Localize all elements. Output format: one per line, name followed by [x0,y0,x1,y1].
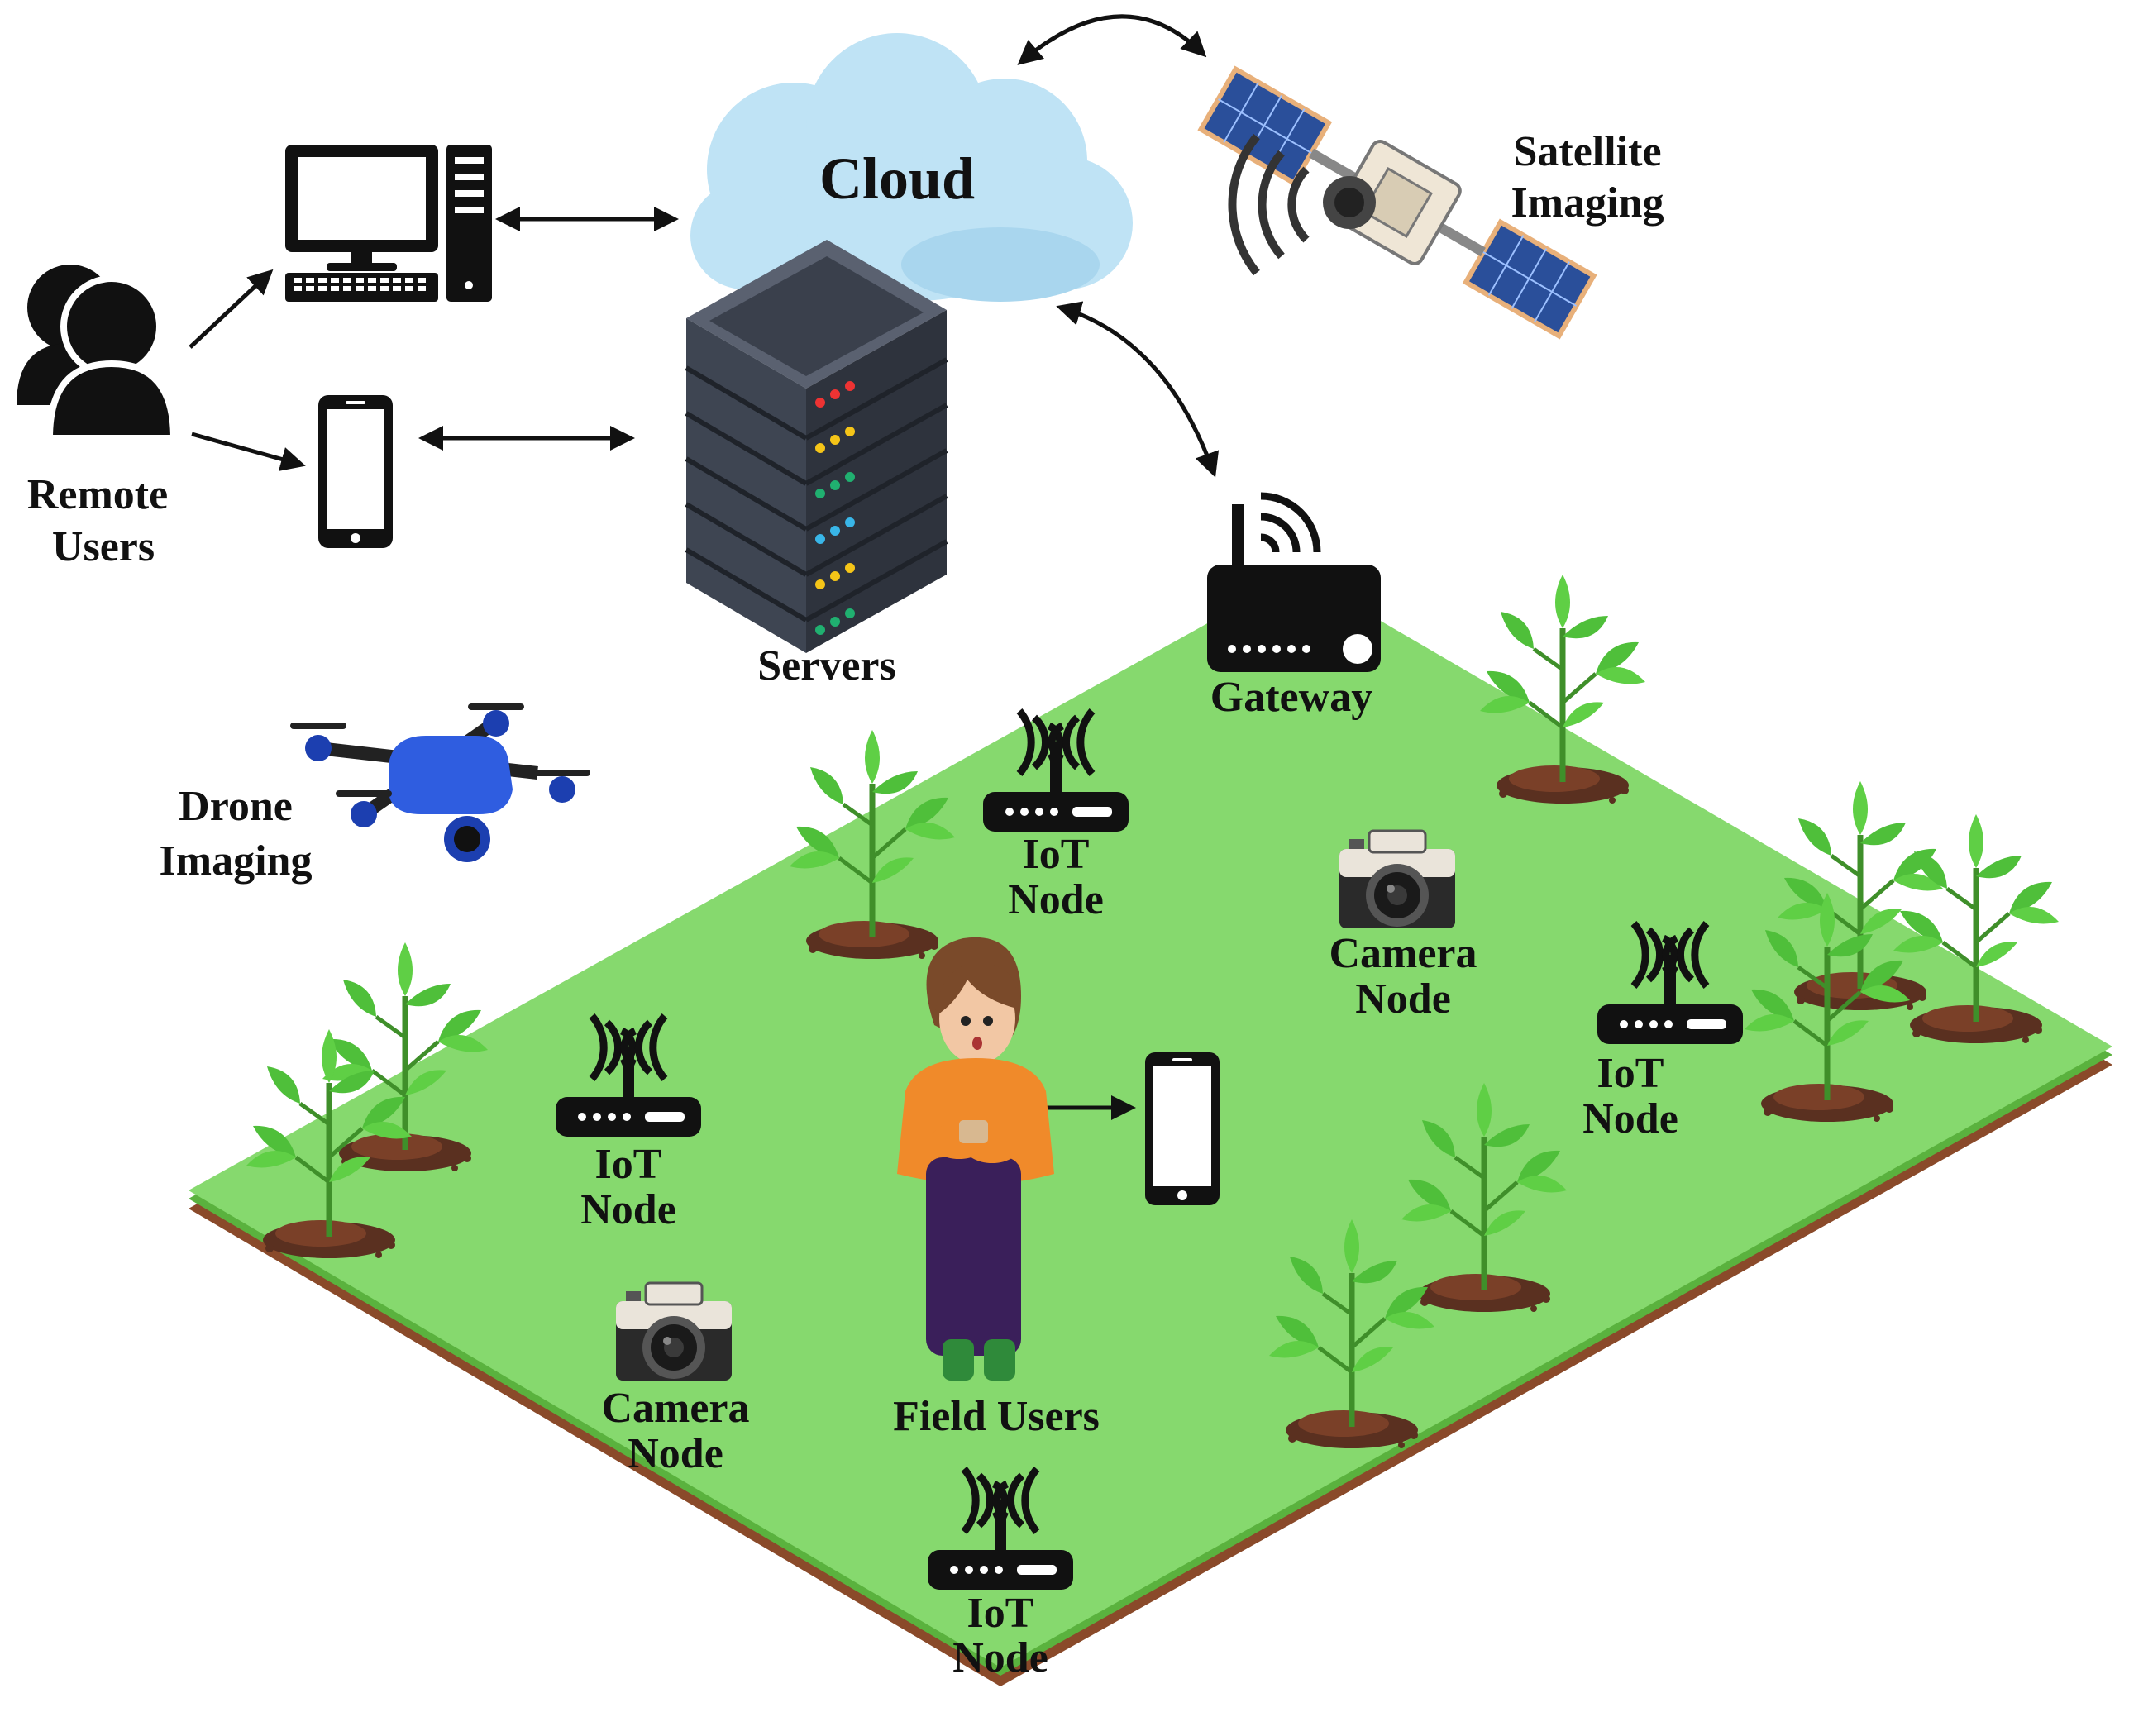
camera-node-label-line2: Node [1355,975,1451,1023]
iot-node-label-line2: Node [1008,876,1104,923]
satellite-label-line1: Satellite [1513,128,1661,175]
drone-label-line1: Drone [179,783,293,830]
server-rack-icon [685,240,948,653]
iot-node-label-line1: IoT [595,1141,662,1188]
camera-node-label-line2: Node [628,1430,723,1477]
smartphone-icon [318,395,393,548]
cloud-satellite-arrow [1017,14,1207,65]
users-icon [17,265,178,441]
iot-node-label-line2: Node [580,1186,676,1233]
cloud-gateway-arrow [1056,301,1220,478]
iot-node-label-line1: IoT [1597,1050,1664,1097]
servers-label: Servers [757,642,895,689]
camera-node-label-line1: Camera [601,1385,749,1432]
camera-node-label-line1: Camera [1329,930,1477,977]
remote-users-label-line1: Remote [27,471,168,518]
smartphone-icon [1145,1052,1220,1205]
satellite-icon [1197,65,1597,340]
field-users-label: Field Users [893,1393,1100,1440]
iot-node-label-line2: Node [1582,1095,1678,1142]
remote-users-label-line2: Users [52,523,155,570]
connection-arrows [189,14,1220,1120]
cloud-label: Cloud [819,145,975,212]
field-user-icon [897,937,1054,1381]
iot-node-label-line1: IoT [1023,831,1090,878]
satellite-label-line2: Imaging [1511,179,1664,227]
drone-label-line2: Imaging [160,837,313,885]
gateway-label: Gateway [1210,674,1372,721]
users-phone-arrow [191,432,306,471]
labels: Cloud Servers Satellite Imaging Remote U… [27,128,1678,1681]
gateway-router-icon [1207,492,1381,672]
desktop-computer-icon [285,145,492,302]
users-computer-arrow [189,269,274,349]
drone-icon [290,703,590,862]
iot-node-label-line2: Node [952,1634,1048,1681]
iot-node-label-line1: IoT [967,1590,1034,1637]
